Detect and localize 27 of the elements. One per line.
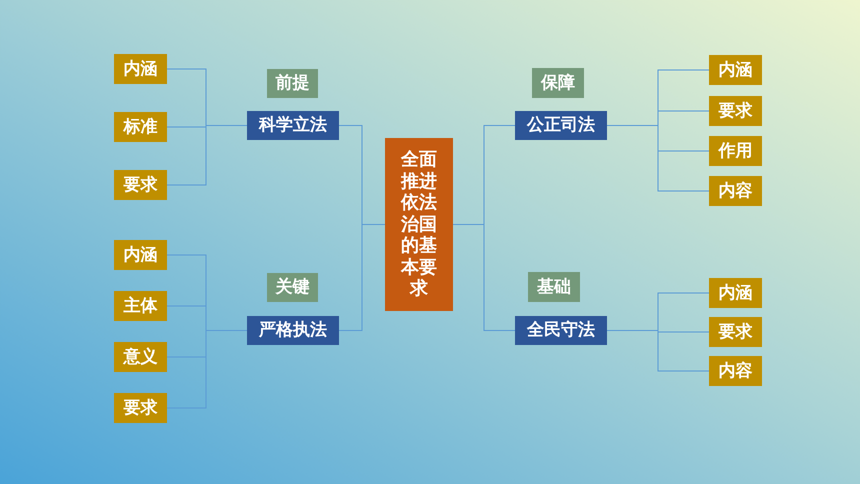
item-box: 意义: [114, 342, 167, 372]
connector-line: [606, 125, 710, 192]
item-box: 要求: [709, 96, 762, 126]
item-box: 主体: [114, 291, 167, 321]
branch-box: 科学立法: [247, 111, 339, 140]
branch-box: 全民守法: [515, 316, 607, 345]
item-box: 作用: [709, 136, 762, 166]
item-box: 内容: [709, 356, 762, 386]
branch-box: 公正司法: [515, 111, 607, 140]
connector-line: [452, 224, 516, 331]
tag-box: 保障: [532, 68, 584, 98]
item-box: 内涵: [709, 278, 762, 308]
item-box: 内容: [709, 176, 762, 206]
item-box: 内涵: [114, 240, 167, 270]
topic-box: 全面推进依法治国的基本要求: [385, 138, 453, 311]
item-box: 要求: [709, 317, 762, 347]
tag-box: 关键: [267, 273, 318, 302]
tag-box: 前提: [267, 69, 318, 98]
branch-box: 严格执法: [247, 316, 339, 345]
item-box: 要求: [114, 393, 167, 423]
item-box: 要求: [114, 170, 167, 200]
item-box: 内涵: [709, 55, 762, 85]
tag-box: 基础: [528, 272, 580, 302]
connector-line: [166, 125, 248, 186]
connector-line: [338, 224, 386, 331]
item-box: 标准: [114, 112, 167, 142]
item-box: 内涵: [114, 54, 167, 84]
